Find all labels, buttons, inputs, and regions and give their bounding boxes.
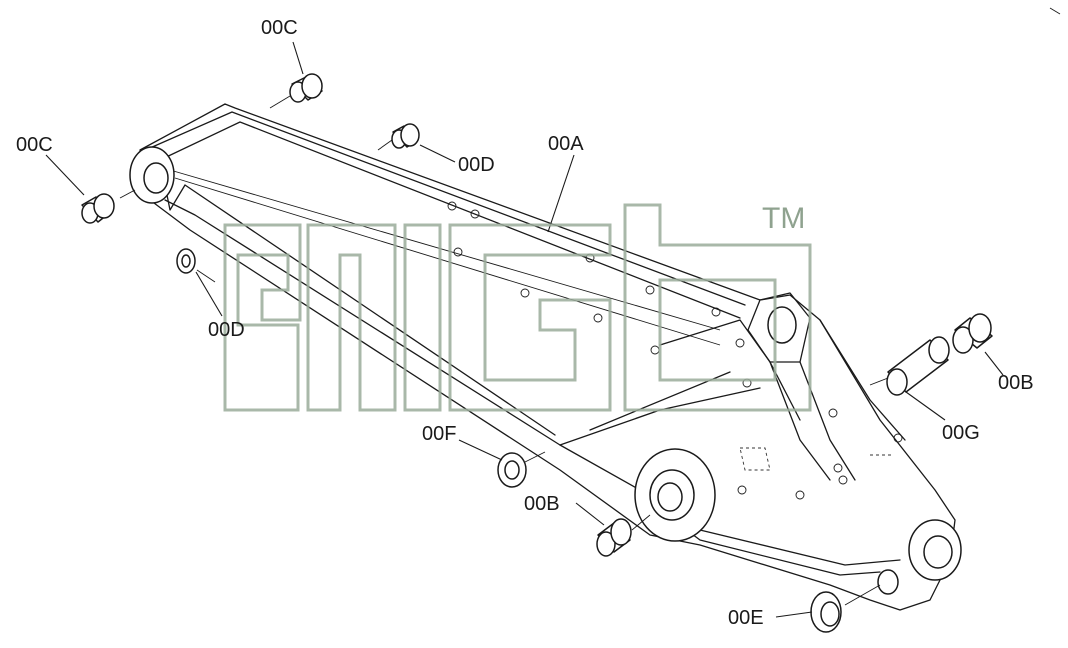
callout-00a: 00A	[548, 133, 584, 155]
callout-00f: 00F	[422, 423, 456, 445]
bushing-00f	[497, 452, 527, 488]
boom-arm	[129, 103, 962, 611]
bushing-00c-top	[289, 73, 323, 103]
callout-00d-top: 00D	[458, 154, 495, 176]
bushing-00e	[810, 591, 842, 633]
callout-00c-left: 00C	[16, 134, 53, 156]
callout-00g: 00G	[942, 422, 980, 444]
callout-00e: 00E	[728, 607, 764, 629]
assembly-lines	[119, 95, 889, 606]
watermark-logo: TM	[223, 202, 812, 412]
callout-00b-right: 00B	[998, 372, 1034, 394]
callout-00d-left: 00D	[208, 319, 245, 341]
bushing-00c-left	[81, 193, 115, 224]
pin-00g	[886, 336, 950, 396]
callout-labels: 00C 00C 00D 00A 00D 00B 00G 00F 00B 00E	[16, 17, 1034, 629]
corner-mark	[1049, 7, 1061, 15]
watermark-trademark: TM	[762, 202, 805, 235]
callout-00c-top: 00C	[261, 17, 298, 39]
bushing-00b-mid	[596, 518, 632, 557]
callout-00b-mid: 00B	[524, 493, 560, 515]
bushing-00b-right	[952, 313, 993, 354]
bushing-00d-left	[176, 248, 196, 274]
bushing-00d-top	[391, 123, 420, 149]
leader-lines	[45, 41, 1004, 618]
